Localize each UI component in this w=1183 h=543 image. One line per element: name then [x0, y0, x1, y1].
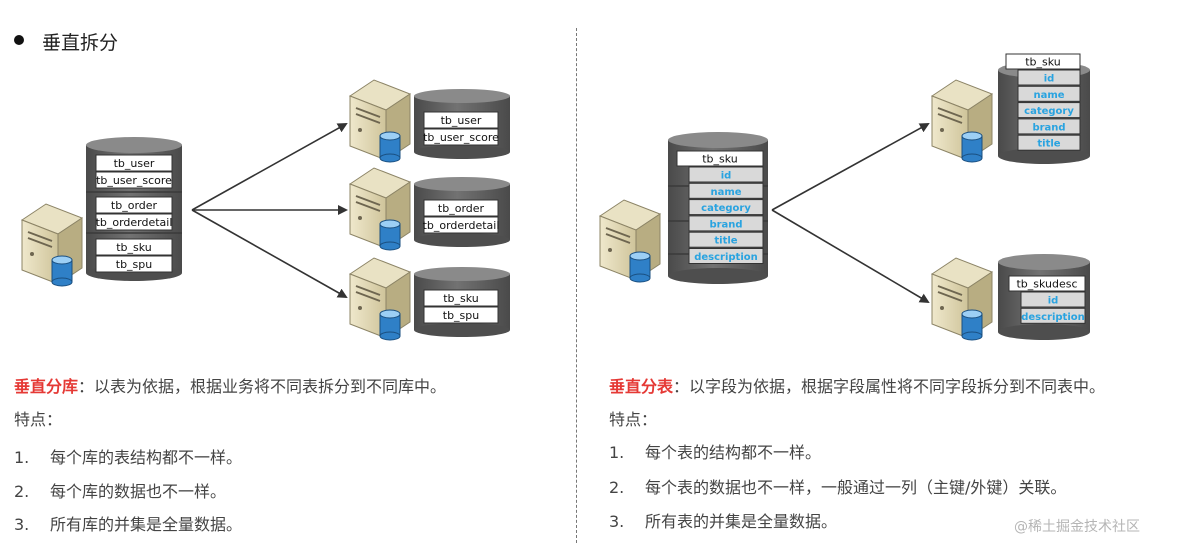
dashed-divider — [576, 28, 577, 543]
left-heading: 垂直分库：以表为依据，根据业务将不同表拆分到不同库中。 — [14, 377, 446, 397]
right-target1-table-name: tb_sku — [1005, 53, 1081, 70]
right-source-field-brand: brand — [688, 215, 764, 232]
right-heading-term: 垂直分表 — [609, 377, 674, 396]
page-title: 垂直拆分 — [42, 32, 119, 54]
right-source-field-title: title — [688, 231, 764, 248]
right-source-field-description: description — [688, 248, 764, 264]
left-target1-table-2: tb_user_score — [423, 128, 499, 146]
left-item-3-text: 所有库的并集是全量数据。 — [50, 515, 243, 534]
right-source-field-description-label: description — [694, 252, 758, 263]
right-item-3-num: 3. — [609, 512, 625, 531]
right-source-field-brand-label: brand — [709, 219, 742, 230]
left-source-table-3-1-label: tb_sku — [116, 241, 152, 254]
left-target2-server-icon — [349, 167, 411, 251]
right-target2-field-description-label: description — [1021, 312, 1085, 323]
left-split-arrows — [191, 123, 348, 298]
right-source-field-name-label: name — [710, 187, 741, 198]
left-source-table-2-1-label: tb_order — [111, 199, 158, 212]
watermark: @稀土掘金技术社区 — [1014, 519, 1140, 535]
left-features-label: 特点： — [14, 410, 63, 429]
right-item-2-num: 2. — [609, 478, 625, 497]
left-source-table-1-2: tb_user_score — [95, 171, 173, 189]
bullet-dot — [14, 35, 24, 45]
right-item-1-text: 每个表的结构都不一样。 — [645, 443, 822, 462]
left-source-table-1-1-label: tb_user — [114, 157, 155, 170]
left-item-3-num: 3. — [14, 515, 30, 534]
left-item-2-text: 每个库的数据也不一样。 — [50, 482, 227, 501]
left-source-table-3-2-label: tb_spu — [116, 258, 152, 271]
right-target1-field-category-label: category — [1024, 106, 1074, 117]
left-heading-term: 垂直分库 — [14, 377, 79, 396]
right-split-arrows — [771, 123, 930, 304]
left-item-1-text: 每个库的表结构都不一样。 — [50, 448, 243, 467]
right-target1-server-icon — [931, 79, 993, 163]
right-heading-rest: ：以字段为依据，根据字段属性将不同字段拆分到不同表中。 — [673, 377, 1106, 396]
right-source-table-name: tb_sku — [676, 150, 764, 167]
right-target1-field-brand-label: brand — [1032, 122, 1065, 133]
left-item-2-num: 2. — [14, 482, 30, 501]
right-item-3-text: 所有表的并集是全量数据。 — [645, 512, 838, 531]
right-target1-field-name: name — [1017, 85, 1081, 102]
right-source-field-id: id — [688, 166, 764, 183]
right-target1-field-title: title — [1017, 134, 1081, 151]
right-target2-field-id: id — [1020, 291, 1086, 308]
right-target1-field-id: id — [1017, 69, 1081, 86]
left-source-table-2-2: tb_orderdetail — [95, 213, 173, 231]
right-target2-field-description: description — [1020, 307, 1086, 324]
right-source-field-category-label: category — [701, 203, 751, 214]
left-source-table-2-1: tb_order — [95, 196, 173, 214]
left-source-table-1-2-label: tb_user_score — [96, 174, 172, 187]
left-target3-table-1-label: tb_sku — [443, 292, 479, 305]
left-source-table-3-1: tb_sku — [95, 238, 173, 256]
left-target2-table-2-label: tb_orderdetail — [423, 219, 500, 232]
right-source-field-title-label: title — [714, 236, 737, 247]
left-target1-table-1-label: tb_user — [441, 114, 482, 127]
right-target1-field-name-label: name — [1033, 90, 1064, 101]
right-target2-server-icon — [931, 257, 993, 341]
right-target1-field-id-label: id — [1044, 74, 1055, 85]
left-target2-table-1: tb_order — [423, 199, 499, 217]
left-target3-table-1: tb_sku — [423, 289, 499, 307]
right-target1-field-title-label: title — [1037, 139, 1060, 150]
right-source-field-id-label: id — [721, 171, 732, 182]
right-target2-table-name: tb_skudesc — [1008, 275, 1086, 292]
left-target3-table-2-label: tb_spu — [443, 309, 479, 322]
left-target1-server-icon — [349, 79, 411, 163]
right-source-field-name: name — [688, 182, 764, 199]
right-target1-table-name-label: tb_sku — [1025, 56, 1061, 69]
right-item-1-num: 1. — [609, 443, 625, 462]
left-source-table-1-1: tb_user — [95, 154, 173, 172]
left-target1-table-2-label: tb_user_score — [423, 131, 499, 144]
left-target2-table-1-label: tb_order — [438, 202, 485, 215]
right-source-server-icon — [599, 199, 661, 283]
right-features-label: 特点： — [609, 410, 658, 429]
right-heading: 垂直分表：以字段为依据，根据字段属性将不同字段拆分到不同表中。 — [609, 377, 1105, 397]
left-target2-table-2: tb_orderdetail — [423, 216, 500, 234]
right-target2-field-id-label: id — [1048, 296, 1059, 307]
left-heading-rest: ：以表为依据，根据业务将不同表拆分到不同库中。 — [78, 377, 447, 396]
left-target3-table-2: tb_spu — [423, 306, 499, 324]
right-source-table-name-label: tb_sku — [702, 153, 738, 166]
right-item-2-text: 每个表的数据也不一样，一般通过一列（主键/外键）关联。 — [645, 478, 1067, 497]
left-source-table-3-2: tb_spu — [95, 255, 173, 273]
right-source-field-category: category — [688, 199, 764, 216]
right-target1-field-category: category — [1017, 102, 1081, 119]
left-item-1-num: 1. — [14, 448, 30, 467]
left-target1-table-1: tb_user — [423, 111, 499, 129]
left-source-server-icon — [21, 203, 83, 287]
left-source-table-2-2-label: tb_orderdetail — [96, 216, 173, 229]
right-target1-field-brand: brand — [1017, 118, 1081, 135]
left-target3-server-icon — [349, 257, 411, 341]
right-target2-table-name-label: tb_skudesc — [1016, 278, 1077, 291]
